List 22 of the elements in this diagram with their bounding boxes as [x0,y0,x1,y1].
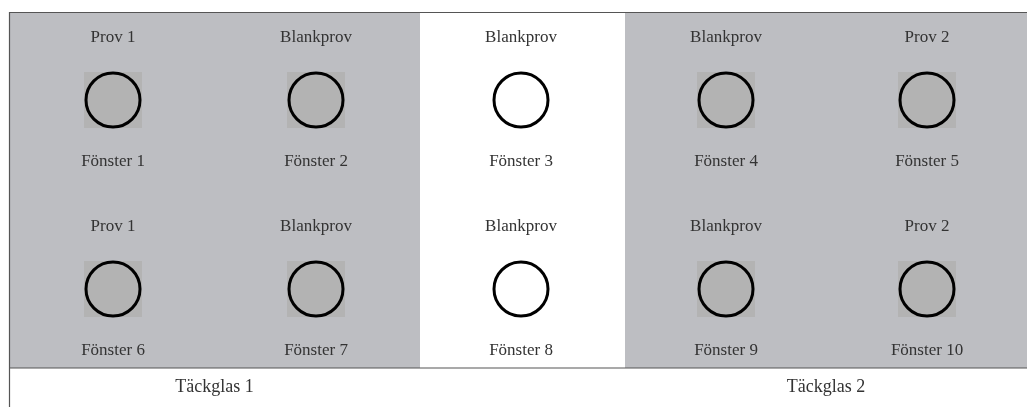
window-label: Fönster 8 [488,340,554,360]
sample-label: Blankprov [279,27,353,47]
window-label: Fönster 9 [693,340,759,360]
coverslip-label: Täckglas 1 [174,376,255,397]
sample-label: Blankprov [279,216,353,236]
window-label: Fönster 3 [488,151,554,171]
sample-label: Blankprov [484,216,558,236]
coverslip-label: Täckglas 2 [785,376,867,397]
window-label: Fönster 5 [894,151,960,171]
sample-label: Prov 2 [903,27,951,47]
sample-label: Blankprov [484,27,558,47]
window-label: Fönster 6 [80,340,146,360]
sample-label: Prov 1 [89,216,137,236]
sample-label: Prov 1 [89,27,137,47]
sample-label: Blankprov [689,216,763,236]
window-label: Fönster 1 [80,151,146,171]
window-label: Fönster 10 [889,340,965,360]
window-label: Fönster 2 [283,151,349,171]
window-label: Fönster 4 [693,151,759,171]
sample-label: Prov 2 [903,216,951,236]
window-label: Fönster 7 [283,340,349,360]
sample-label: Blankprov [689,27,763,47]
